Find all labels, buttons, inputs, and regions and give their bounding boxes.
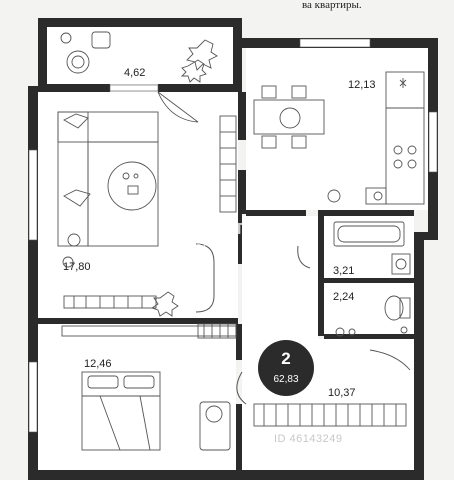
room-label-balcony: 4,62 [124, 67, 145, 79]
top-caption: ва квартиры. [302, 0, 362, 11]
room-label-kitchen: 12,13 [348, 79, 376, 91]
hall-outline [195, 243, 311, 405]
room-label-bedroom: 12,46 [84, 358, 112, 370]
kitchen-furniture [253, 71, 425, 205]
watermark-line2: плюс [174, 239, 210, 256]
summary-badge: 2 62,83 [258, 340, 314, 396]
hall-furniture [253, 349, 411, 427]
badge-room-count: 2 [281, 349, 290, 368]
bath-fixtures [333, 221, 411, 337]
bedroom-furniture [61, 323, 237, 451]
badge-total-area: 62,83 [273, 374, 298, 385]
balcony-furniture [60, 31, 218, 83]
floors [38, 27, 428, 470]
watermark-line1: самолет [162, 217, 244, 239]
room-label-hall: 10,37 [328, 387, 356, 399]
living-furniture [57, 91, 237, 317]
room-label-bath: 3,21 [333, 265, 354, 277]
room-label-wc: 2,24 [333, 291, 354, 303]
windows [28, 38, 438, 433]
listing-id: ID 46143249 [274, 433, 343, 445]
room-label-living: 17,80 [63, 261, 91, 273]
